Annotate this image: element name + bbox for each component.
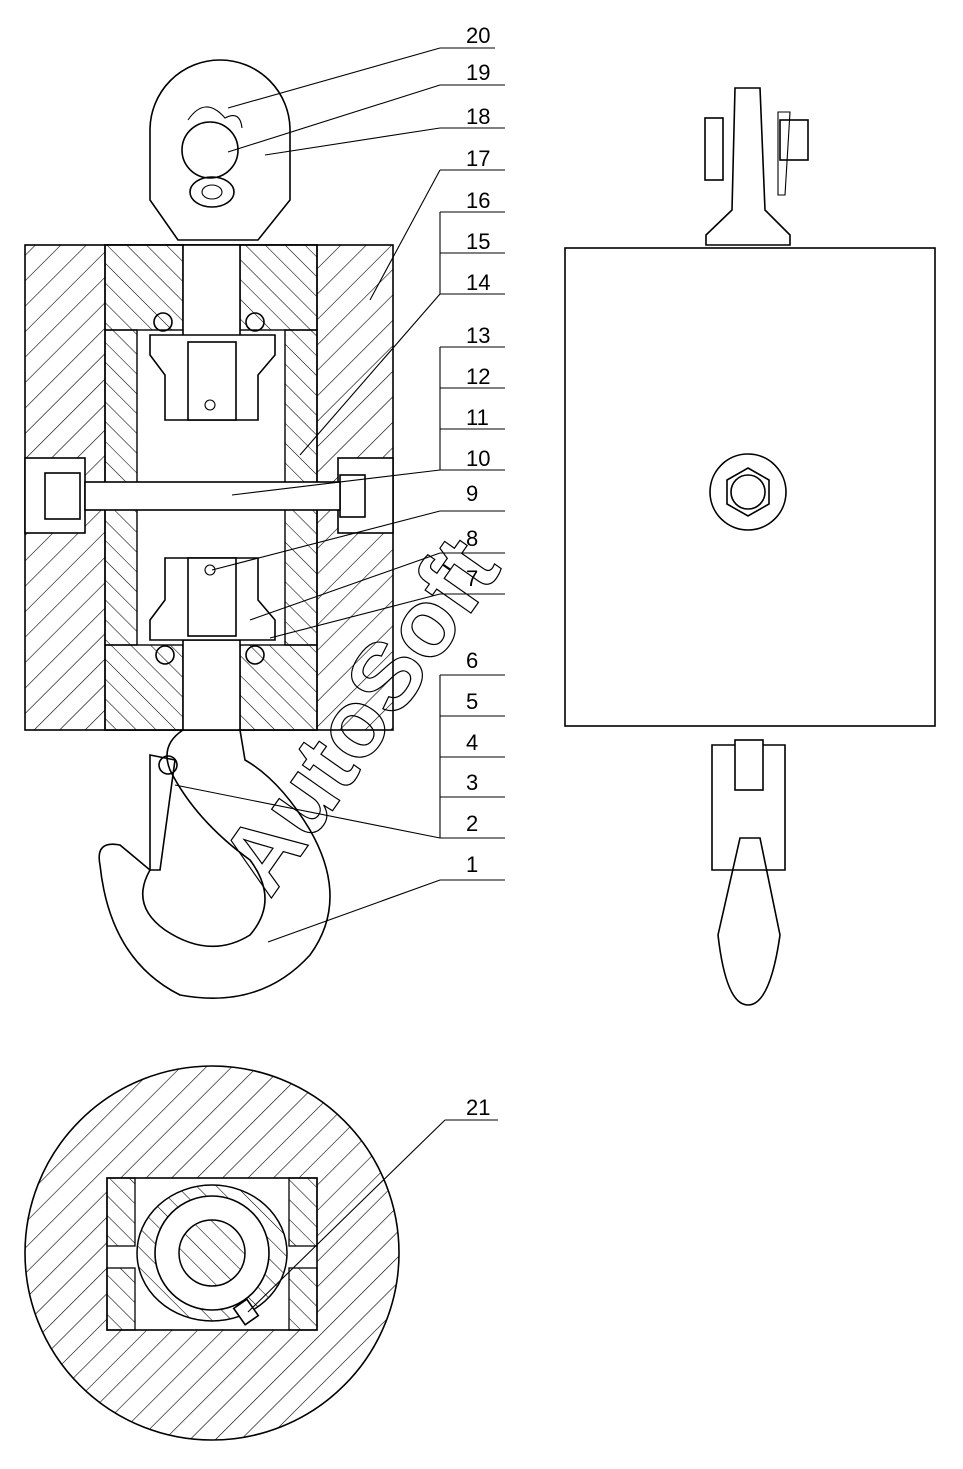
upper-pin-block (149, 312, 276, 421)
part-label-2: 2 (466, 811, 478, 836)
hook-side (711, 739, 786, 1006)
part-label-11: 11 (466, 405, 489, 430)
top-shackle (149, 59, 291, 241)
lower-pin-block (149, 557, 276, 665)
part-label-12: 12 (466, 364, 490, 389)
part-label-3: 3 (466, 770, 478, 795)
part-label-19: 19 (466, 60, 490, 85)
part-label-14: 14 (466, 270, 490, 295)
part-label-10: 10 (466, 446, 490, 471)
part-callouts: 20 19 18 17 16 15 14 13 12 11 10 9 8 7 6… (174, 23, 505, 1313)
exterior-view (564, 87, 936, 1006)
part-label-17: 17 (466, 146, 490, 171)
part-label-8: 8 (466, 526, 478, 551)
top-shackle-side (704, 87, 809, 246)
part-label-4: 4 (466, 730, 478, 755)
part-label-20: 20 (466, 23, 490, 48)
part-label-15: 15 (466, 229, 490, 254)
part-label-6: 6 (466, 648, 478, 673)
part-label-16: 16 (466, 188, 490, 213)
part-label-13: 13 (466, 323, 490, 348)
part-label-5: 5 (466, 689, 478, 714)
center-nut (709, 453, 787, 531)
part-label-18: 18 (466, 104, 490, 129)
part-label-21: 21 (466, 1095, 490, 1120)
lifting-hook (98, 729, 331, 999)
housing-side (564, 247, 936, 727)
cross-bolt (24, 457, 394, 534)
part-label-7: 7 (466, 566, 478, 591)
cross-section-view (24, 1065, 400, 1441)
part-label-1: 1 (466, 852, 478, 877)
part-label-9: 9 (466, 481, 478, 506)
section-view (24, 59, 394, 999)
